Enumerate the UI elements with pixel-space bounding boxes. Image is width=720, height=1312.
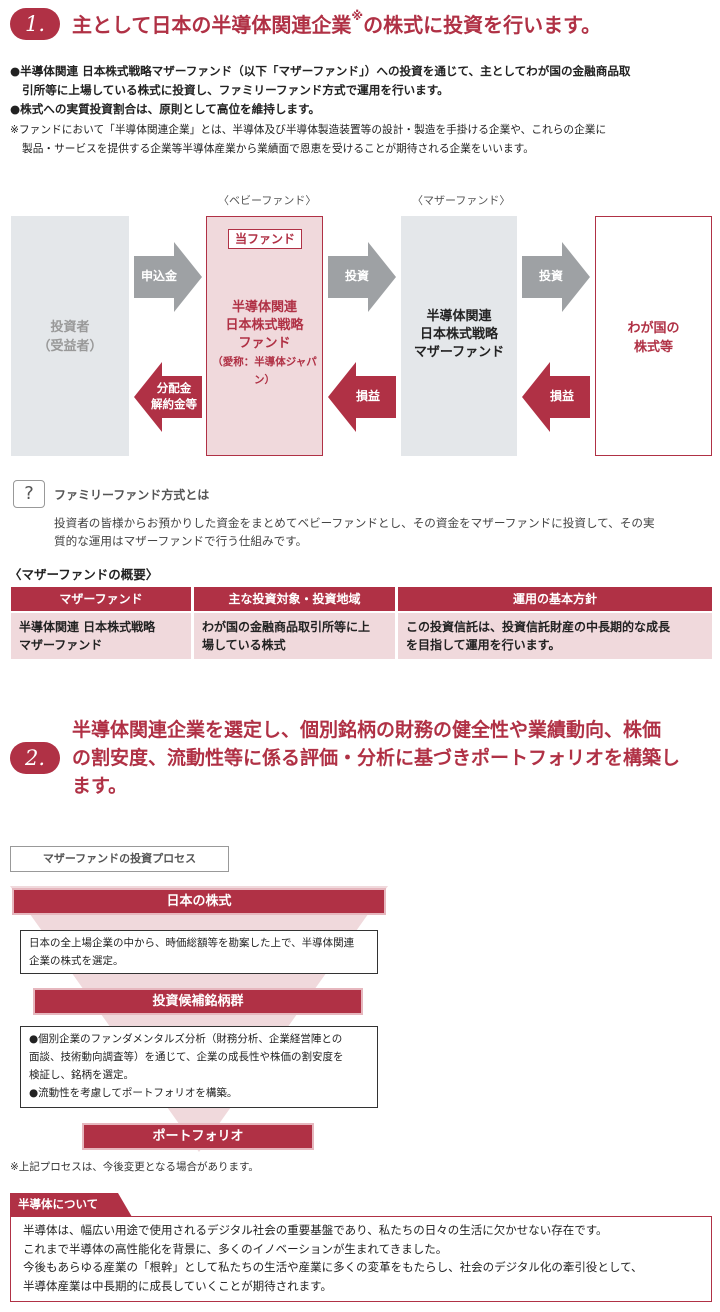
investor-label: 投資者 （受益者） (37, 320, 103, 354)
distribution-arrow-label: 分配金 解約金等 (151, 381, 197, 411)
process-title: マザーファンドの投資プロセス (10, 846, 229, 872)
pl-arrow-1 (328, 362, 396, 432)
invest-arrow-1-label: 投資 (344, 269, 369, 283)
family-fund-title: ファミリーファンド方式とは (54, 488, 210, 502)
stage-japan-stocks: 日本の株式 (12, 888, 386, 915)
section1-heading: 主として日本の半導体関連企業※の株式に投資を行います。 (72, 9, 602, 37)
mother-fund-name: 半導体関連 日本株式戦略 マザーファンド (413, 309, 505, 360)
pl-arrow-2 (522, 362, 590, 432)
section2-number-badge: 2. (10, 742, 60, 774)
overview-cell-policy: この投資信託は、投資信託財産の中長期的な成長を目指して運用を行います。 (398, 613, 712, 659)
pl-arrow-2-label: 損益 (549, 389, 574, 403)
question-icon: ? (13, 480, 45, 508)
section1-bullet1-line2: 引所等に上場している株式に投資し、ファミリーファンド方式で運用を行います。 (22, 83, 449, 97)
stage1-description: 日本の全上場企業の中から、時価総額等を勘案した上で、半導体関連 企業の株式を選定… (20, 930, 378, 974)
section2-heading: 半導体関連企業を選定し、個別銘柄の財務の健全性や業績動向、株価 の割安度、流動性… (72, 719, 681, 797)
stage-portfolio: ポートフォリオ (82, 1123, 314, 1150)
target-label: わが国の 株式等 (627, 321, 680, 355)
distribution-arrow (134, 362, 202, 432)
semiconductor-tab: 半導体について (18, 1197, 99, 1211)
mother-overview-title: 〈マザーファンドの概要〉 (9, 567, 159, 582)
stage-candidate-stocks: 投資候補銘柄群 (33, 988, 363, 1015)
process-funnel (10, 886, 388, 1152)
invest-arrow-2 (522, 242, 590, 312)
baby-fund-name: 半導体関連 日本株式戦略 ファンド （愛称：半導体ジャパン） (212, 300, 317, 386)
overview-cell-fund: 半導体関連 日本株式戦略マザーファンド (11, 613, 191, 659)
section1-note-line1: ※ファンドにおいて「半導体関連企業」とは、半導体及び半導体製造装置等の設計・製造… (10, 123, 607, 136)
overview-header-target: 主な投資対象・投資地域 (194, 587, 395, 611)
target-box: わが国の 株式等 (595, 216, 712, 456)
overview-cell-target: わが国の金融商品取引所等に上場している株式 (194, 613, 395, 659)
baby-fund-label: 〈ベビーファンド〉 (218, 194, 317, 207)
process-note: ※上記プロセスは、今後変更となる場合があります。 (10, 1161, 259, 1173)
pl-arrow-1-label: 損益 (355, 389, 380, 403)
section1-bullet1-line1: ●半導体関連 日本株式戦略マザーファンド（以下「マザーファンド」）への投資を通じ… (10, 64, 631, 78)
invest-arrow-1 (328, 242, 396, 312)
investor-box: 投資者 （受益者） (11, 216, 129, 456)
family-fund-desc-line1: 投資者の皆様からお預かりした資金をまとめてベビーファンドとし、その資金をマザーフ… (54, 516, 655, 530)
subscribe-arrow (134, 242, 202, 312)
this-fund-tag: 当ファンド (228, 229, 302, 249)
stage2-description: ●個別企業のファンダメンタルズ分析（財務分析、企業経営陣との 面談、技術動向調査… (20, 1026, 378, 1108)
overview-header-fund: マザーファンド (11, 587, 191, 611)
section1-note-line2: 製品・サービスを提供する企業等半導体産業から業績面で恩恵を受けることが期待される… (22, 142, 534, 155)
section1-number-badge: 1. (10, 8, 60, 40)
overview-header-policy: 運用の基本方針 (398, 587, 712, 611)
mother-fund-box: 半導体関連 日本株式戦略 マザーファンド (401, 216, 517, 456)
baby-fund-box: 当ファンド 半導体関連 日本株式戦略 ファンド （愛称：半導体ジャパン） (206, 216, 323, 456)
invest-arrow-2-label: 投資 (538, 269, 563, 283)
family-fund-desc-line2: 質的な運用はマザーファンドで行う仕組みです。 (54, 534, 308, 548)
semiconductor-tab-shape (10, 1193, 132, 1217)
mother-fund-label: 〈マザーファンド〉 (412, 194, 511, 207)
subscribe-arrow-label: 申込金 (140, 269, 177, 283)
section1-bullet2: ●株式への実質投資割合は、原則として高位を維持します。 (10, 102, 321, 116)
semiconductor-box: 半導体は、幅広い用途で使用されるデジタル社会の重要基盤であり、私たちの日々の生活… (10, 1216, 712, 1302)
